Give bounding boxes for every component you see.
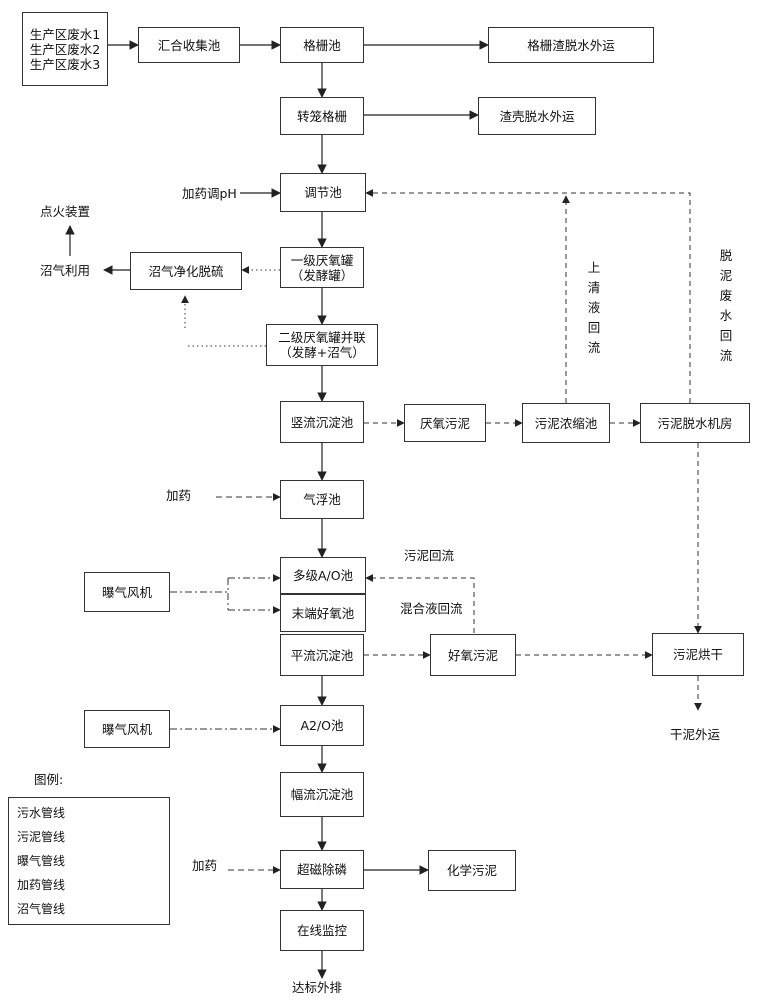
node-multi-ao: 多级A/O池 [280, 557, 366, 594]
node-label: 厌氧污泥 [419, 415, 470, 431]
node-label: 沼气净化脱硫 [148, 263, 224, 279]
node-grille-residue: 格栅渣脱水外运 [488, 27, 654, 63]
node-grille-tank: 格栅池 [280, 27, 364, 63]
node-label: 化学污泥 [446, 863, 497, 878]
node-line: 一级厌氧罐 [290, 252, 354, 268]
node-shell-residue: 渣壳脱水外运 [478, 97, 596, 135]
node-label: 污泥脱水机房 [657, 415, 733, 431]
edge-sludge-return [365, 574, 475, 633]
node-vertical-settler: 竖流沉淀池 [280, 401, 364, 443]
node-label: 幅流沉淀池 [290, 787, 354, 802]
aeration-lines [170, 574, 281, 733]
legend-label-aeration: 曝气管线 [17, 854, 66, 868]
node-chemical-sludge: 化学污泥 [428, 850, 516, 891]
node-anaerobic-2: 二级厌氧罐并联 （发酵+沼气） [266, 324, 378, 366]
node-sludge-dewater-room: 污泥脱水机房 [640, 403, 750, 443]
node-label: 调节池 [304, 185, 342, 200]
vertical-char: 回 [587, 320, 601, 335]
node-sludge-dryer: 污泥烘干 [652, 633, 744, 676]
vertical-char: 流 [719, 348, 733, 363]
label-dry-sludge: 干泥外运 [670, 727, 721, 742]
vertical-char: 液 [587, 300, 601, 315]
node-label: 转笼格栅 [296, 108, 347, 124]
node-label: 竖流沉淀池 [290, 414, 354, 430]
legend-label-dosing: 加药管线 [17, 878, 66, 892]
vertical-char: 回 [719, 328, 733, 343]
node-sludge-thickener: 污泥浓缩池 [522, 403, 610, 443]
node-online-monitor: 在线监控 [280, 910, 364, 951]
legend-label-biogas: 沼气管线 [17, 902, 66, 916]
node-label: A2/O池 [300, 718, 344, 733]
node-label: 污泥浓缩池 [534, 415, 598, 431]
node-label: 多级A/O池 [292, 568, 354, 583]
node-line: （发酵+沼气） [279, 345, 365, 360]
vertical-char: 废 [719, 288, 733, 303]
label-sludge-return: 污泥回流 [404, 548, 455, 563]
vertical-char: 流 [587, 340, 601, 355]
node-label: 格栅渣脱水外运 [527, 37, 615, 53]
node-biogas-purify: 沼气净化脱硫 [130, 252, 242, 290]
vertical-char: 泥 [719, 268, 733, 283]
node-line: 生产区废水3 [29, 56, 101, 72]
label-mixed-return: 混合液回流 [400, 601, 463, 616]
node-label: 好氧污泥 [447, 647, 498, 663]
label-biogas-use: 沼气利用 [40, 263, 91, 278]
node-label: 超磁除磷 [296, 862, 347, 877]
node-collection-tank: 汇合收集池 [138, 27, 240, 63]
vertical-char: 上 [587, 260, 601, 275]
node-aeration-fan-2: 曝气风机 [84, 710, 170, 748]
node-anaerobic-sludge: 厌氧污泥 [404, 404, 486, 442]
node-wastewater-source: 生产区废水1 生产区废水2 生产区废水3 [22, 12, 108, 86]
biogas-lines [181, 266, 280, 347]
edge-dewater-return [365, 189, 691, 403]
label-dosing-ph: 加药调pH [182, 186, 237, 201]
node-air-flotation: 气浮池 [280, 480, 364, 519]
node-label: 格栅池 [303, 37, 341, 53]
vertical-char: 脱 [719, 248, 733, 263]
label-ignition: 点火装置 [40, 204, 91, 219]
node-cap-settler: 幅流沉淀池 [280, 772, 364, 817]
node-regulating-tank: 调节池 [280, 173, 366, 212]
label-dosing-2: 加药 [192, 858, 218, 873]
node-horizontal-settler: 平流沉淀池 [280, 634, 364, 676]
label-supernatant-return: 上清液回流 [586, 258, 602, 358]
label-dosing-1: 加药 [166, 488, 192, 503]
legend-label-sewage: 污水管线 [17, 806, 66, 820]
node-anaerobic-1: 一级厌氧罐 （发酵罐） [280, 247, 364, 288]
vertical-char: 清 [587, 280, 601, 295]
node-line: （发酵罐） [290, 267, 354, 283]
node-line: 生产区废水1 [29, 26, 101, 42]
node-label: 汇合收集池 [157, 37, 221, 53]
legend-label-sludge: 污泥管线 [17, 830, 66, 844]
node-line: 生产区废水2 [29, 41, 101, 57]
node-line: 二级厌氧罐并联 [278, 330, 366, 345]
label-discharge: 达标外排 [292, 980, 343, 995]
node-a2o-tank: A2/O池 [280, 705, 364, 746]
label-dewater-return: 脱泥废水回流 [718, 246, 734, 366]
node-label: 平流沉淀池 [290, 647, 354, 663]
sewage-lines [65, 40, 489, 979]
legend-box: 污水管线 污泥管线 曝气管线 加药管线 沼气管线 [8, 797, 170, 925]
node-aerobic-sludge: 好氧污泥 [430, 634, 516, 676]
node-magnetic-p-removal: 超磁除磷 [280, 850, 364, 889]
node-label: 末端好氧池 [291, 605, 355, 621]
node-rotary-grille: 转笼格栅 [280, 97, 364, 135]
node-end-aerobic: 末端好氧池 [280, 594, 366, 632]
vertical-char: 水 [719, 308, 733, 323]
dosing-lines [216, 493, 281, 874]
label-legend-title: 图例: [34, 772, 64, 787]
node-label: 曝气风机 [101, 584, 152, 600]
sludge-lines [364, 189, 702, 711]
node-label: 气浮池 [303, 492, 341, 507]
node-label: 污泥烘干 [672, 647, 723, 662]
node-aeration-fan-1: 曝气风机 [84, 572, 170, 612]
node-label: 曝气风机 [101, 721, 152, 737]
node-label: 渣壳脱水外运 [499, 108, 575, 124]
node-label: 在线监控 [296, 923, 347, 938]
